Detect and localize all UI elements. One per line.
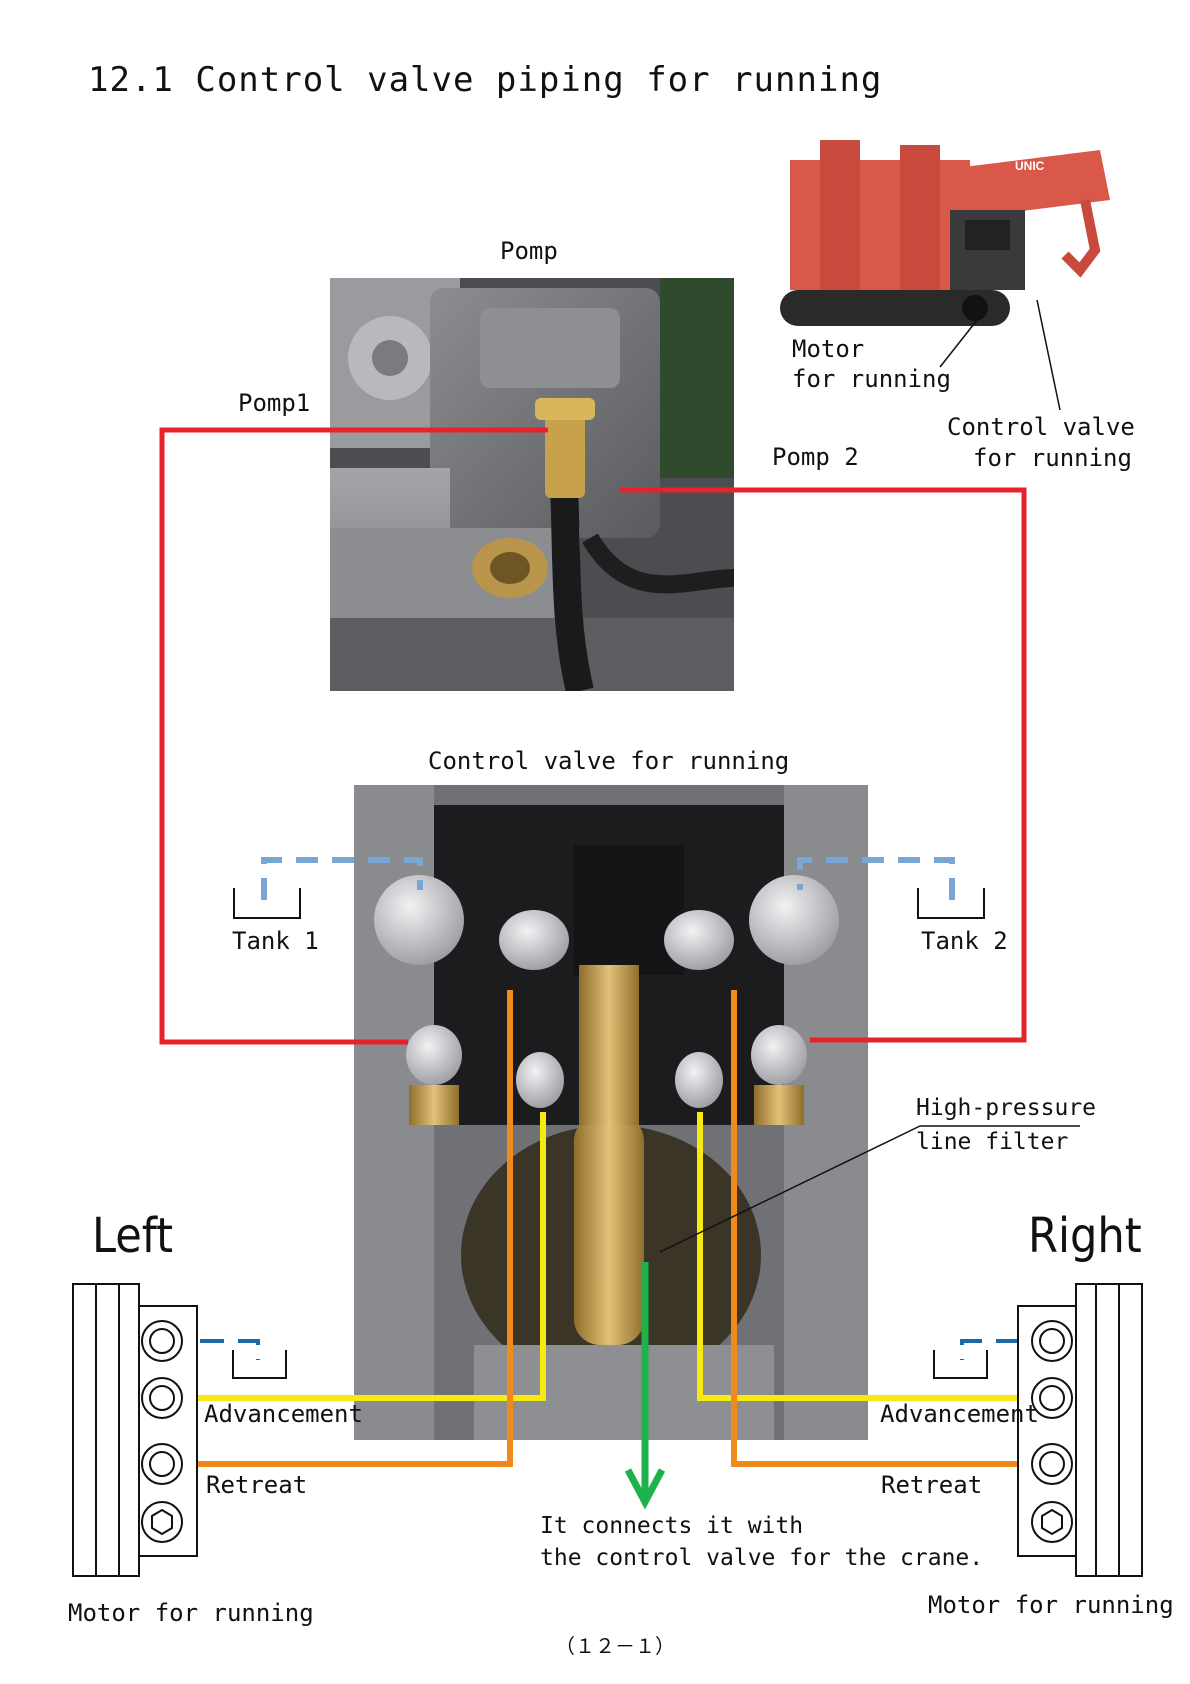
left-retreat-label: Retreat [206,1471,308,1499]
left-motor [72,1283,198,1577]
crane-control-label-line1: Control valve [947,413,1135,441]
tank2-symbol [917,888,985,919]
pomp1-pipe [159,427,548,1045]
left-label: Left [92,1208,174,1264]
control-valve-label: Control valve for running [428,747,790,775]
tank1-label: Tank 1 [232,927,319,955]
crane-motor-label-line2: for running [792,365,951,393]
crane-photo: UNIC [760,130,1150,340]
crane-brand: UNIC [1015,159,1045,173]
crane-illustration: UNIC [780,140,1110,326]
right-label: Right [1028,1208,1142,1264]
left-motor-label: Motor for running [68,1599,314,1627]
pomp-label: Pomp [500,237,558,265]
right-motor-tank-pipe [960,1339,1058,1360]
crane-control-label-line2: for running [973,444,1132,472]
left-motor-tank-symbol [232,1350,287,1379]
right-retreat-label: Retreat [881,1471,983,1499]
motor-leader-line [939,309,986,368]
control-valve-photo [354,785,868,1440]
crane-connection-label-line2: the control valve for the crane. [540,1545,984,1571]
crane-connection-arrowhead [624,1468,666,1510]
left-advancement-label: Advancement [204,1400,363,1428]
filter-label-line2: line filter [916,1129,1069,1155]
filter-label-line1: High-pressure [916,1095,1097,1121]
left-motor-tank-pipe [162,1339,260,1360]
left-advancement-pipe [162,1112,546,1401]
tank2-pipe [797,857,955,900]
pomp2-pipe [620,487,1027,1043]
right-motor-tank-symbol [933,1350,988,1379]
pomp1-label: Pomp1 [238,389,311,417]
right-motor [1017,1283,1143,1577]
pomp2-label: Pomp 2 [772,443,859,471]
right-advancement-pipe [697,1112,1052,1401]
control-leader-line [1036,299,1061,411]
right-retreat-pipe [731,990,1052,1467]
control-valve-photo-illustration [354,785,868,1440]
crane-connection-label-line1: It connects it with [540,1513,804,1539]
crane-motor-label-line1: Motor [792,335,865,363]
right-motor-label: Motor for running [928,1591,1174,1619]
tank2-label: Tank 2 [921,927,1008,955]
page-title: 12.1 Control valve piping for running [88,60,883,100]
pump-photo-illustration [330,278,734,691]
tank1-pipe [261,857,423,900]
tank1-symbol [233,888,301,919]
filter-leader-line [659,1125,1080,1253]
page-number: （１２－１） [555,1634,675,1658]
pump-photo [330,278,734,691]
left-retreat-pipe [162,990,513,1467]
right-advancement-label: Advancement [880,1400,1039,1428]
